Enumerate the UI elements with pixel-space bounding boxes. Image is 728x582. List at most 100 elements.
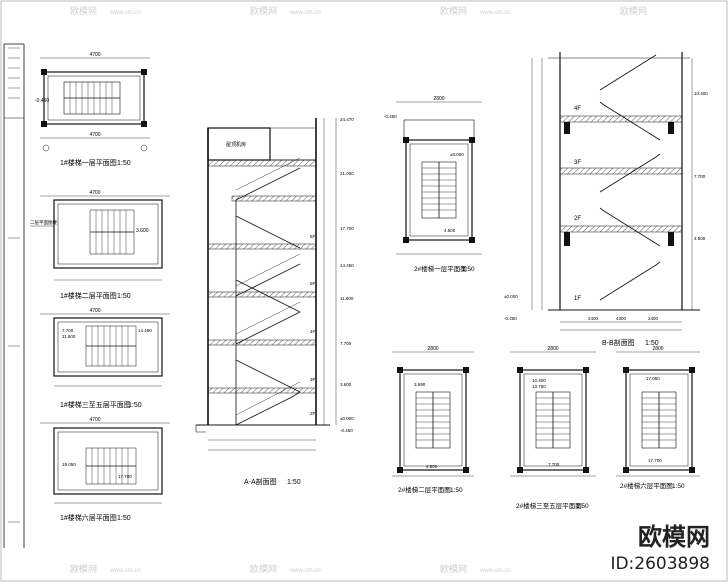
plan-scale: 1:50: [117, 160, 131, 167]
svg-text:1:50: 1:50: [645, 340, 659, 347]
svg-text:10.400: 10.400: [694, 91, 708, 96]
svg-text:17.700: 17.700: [648, 458, 662, 463]
plan-1-floor-2: 4700 二层平面图楼 3.600 1#楼梯二层平面图 1:50: [30, 190, 170, 300]
svg-text:欧模网: 欧模网: [70, 5, 97, 16]
svg-text:-0.450: -0.450: [504, 316, 517, 321]
brand-logo-text: 欧模网: [638, 523, 710, 551]
svg-text:±0.000: ±0.000: [340, 416, 354, 421]
svg-text:1#楼梯三至五层平面图: 1#楼梯三至五层平面图: [60, 400, 131, 409]
svg-text:1#楼梯六层平面图: 1#楼梯六层平面图: [60, 513, 117, 522]
svg-text:5F: 5F: [310, 281, 316, 286]
svg-text:17.700: 17.700: [118, 474, 132, 479]
svg-text:3F: 3F: [310, 377, 316, 382]
plan-1-floor-1: 4700 -0.450 4700 1#楼梯一层平面图 1:50: [35, 52, 150, 167]
svg-text:1:50: 1:50: [117, 515, 131, 522]
svg-text:www.om.cn: www.om.cn: [109, 10, 141, 16]
svg-text:3.600: 3.600: [340, 382, 352, 387]
svg-text:1#楼梯二层平面图: 1#楼梯二层平面图: [60, 291, 117, 300]
svg-text:欧模网: 欧模网: [250, 563, 277, 574]
svg-text:2#楼梯六层平面图: 2#楼梯六层平面图: [620, 481, 673, 490]
svg-text:6F: 6F: [310, 234, 316, 239]
svg-text:11.600: 11.600: [340, 296, 354, 301]
svg-text:17.700: 17.700: [340, 226, 354, 231]
svg-text:4700: 4700: [89, 308, 100, 314]
svg-text:2800: 2800: [652, 346, 663, 352]
svg-text:2400: 2400: [588, 316, 599, 321]
svg-text:-0.450: -0.450: [35, 98, 49, 104]
svg-text:2800: 2800: [427, 346, 438, 352]
svg-text:欧模网: 欧模网: [440, 5, 467, 16]
svg-text:4.500: 4.500: [444, 228, 456, 233]
svg-text:2800: 2800: [433, 96, 444, 102]
svg-text:1:50: 1:50: [117, 293, 131, 300]
svg-text:www.om.cn: www.om.cn: [109, 568, 141, 574]
svg-text:1:50: 1:50: [450, 487, 463, 494]
svg-text:4700: 4700: [89, 132, 100, 138]
svg-text:4300: 4300: [616, 316, 627, 321]
svg-text:1:50: 1:50: [128, 402, 142, 409]
plan-title: 1#楼梯一层平面图: [60, 158, 117, 167]
svg-text:3F: 3F: [574, 160, 581, 166]
svg-text:17.050: 17.050: [646, 376, 660, 381]
svg-text:11.600: 11.600: [62, 334, 76, 339]
svg-text:14.450: 14.450: [138, 328, 152, 333]
svg-text:4700: 4700: [89, 417, 100, 423]
svg-text:1:50: 1:50: [576, 503, 589, 510]
svg-text:14.450: 14.450: [340, 263, 354, 268]
svg-text:-0.450: -0.450: [384, 114, 397, 119]
svg-text:7.700: 7.700: [548, 462, 560, 467]
svg-text:7.700: 7.700: [62, 328, 74, 333]
svg-text:7.700: 7.700: [694, 174, 706, 179]
svg-text:www.om.cn: www.om.cn: [289, 568, 321, 574]
svg-text:2F: 2F: [574, 216, 581, 222]
svg-text:±0.000: ±0.000: [504, 294, 518, 299]
svg-text:欧模网: 欧模网: [250, 5, 277, 16]
svg-text:2#楼梯一层平面图: 2#楼梯一层平面图: [414, 264, 467, 273]
svg-text:3.600: 3.600: [136, 228, 149, 234]
svg-text:4700: 4700: [89, 190, 100, 196]
svg-text:欧模网: 欧模网: [440, 563, 467, 574]
svg-text:4700: 4700: [89, 52, 100, 58]
plan-2-floor-3-5: 2800 10.400 13.750 7.700 2#楼梯三至五层平面图 1:5…: [510, 346, 596, 510]
svg-text:www.om.cn: www.om.cn: [289, 10, 321, 16]
brand-id: ID:2603898: [610, 554, 710, 574]
svg-text:-0.450: -0.450: [340, 428, 353, 433]
section-a-a: 屋顶机房 24.470 21.000 17.700 14.: [195, 117, 354, 486]
plan-2-floor-1: 2800 -0.450 ±0.000 4.500 2#楼梯一层平面图 1:50: [384, 96, 482, 273]
plan-2-floor-2: 2800 3.690 4.500 2#楼梯二层平面图 1:50: [392, 346, 474, 494]
svg-text:二层平面图楼: 二层平面图楼: [30, 219, 57, 226]
svg-text:B-B剖面图: B-B剖面图: [602, 338, 635, 347]
section-b-b: 10.400 7.700 4.500 ±0.000 -0.450 4F 3F 2…: [504, 52, 708, 347]
svg-text:1:50: 1:50: [672, 483, 685, 490]
watermark-site-row: www.om.cn www.om.cn www.om.cn www.om.cn …: [109, 10, 511, 574]
svg-text:4F: 4F: [310, 329, 316, 334]
plan-1-floor-6: 4700 18.050 17.700 1#楼梯六层平面图 1:50: [40, 417, 170, 522]
section-title: A-A剖面图: [244, 477, 277, 486]
svg-text:3.690: 3.690: [414, 382, 426, 387]
svg-text:7.700: 7.700: [340, 341, 352, 346]
svg-text:13.750: 13.750: [532, 384, 546, 389]
svg-text:欧模网: 欧模网: [70, 563, 97, 574]
svg-text:21.000: 21.000: [340, 171, 354, 176]
svg-text:1:50: 1:50: [462, 266, 475, 273]
svg-text:www.om.cn: www.om.cn: [479, 568, 511, 574]
svg-text:24.470: 24.470: [340, 117, 354, 122]
svg-text:18.050: 18.050: [62, 462, 76, 467]
svg-text:www.om.cn: www.om.cn: [479, 10, 511, 16]
watermark-row: 欧模网 欧模网 欧模网 欧模网 欧模网 欧模网 欧模网: [70, 5, 647, 574]
svg-text:2F: 2F: [310, 411, 316, 416]
svg-text:2800: 2800: [547, 346, 558, 352]
svg-text:1:50: 1:50: [287, 479, 301, 486]
svg-text:欧模网: 欧模网: [620, 5, 647, 16]
svg-text:±0.000: ±0.000: [450, 152, 464, 157]
svg-text:4F: 4F: [574, 106, 581, 112]
svg-text:2#楼梯二层平面图: 2#楼梯二层平面图: [398, 485, 451, 494]
svg-text:4.500: 4.500: [426, 464, 438, 469]
svg-text:4.500: 4.500: [694, 236, 706, 241]
svg-text:2400: 2400: [648, 316, 659, 321]
plan-1-floor-3-5: 4700 7.700 11.600 14.450 1#楼梯三至五层平面图 1:5…: [40, 308, 170, 409]
svg-text:2#楼梯三至五层平面图: 2#楼梯三至五层平面图: [516, 501, 582, 510]
svg-text:1F: 1F: [574, 296, 581, 302]
svg-text:屋顶机房: 屋顶机房: [226, 141, 246, 148]
